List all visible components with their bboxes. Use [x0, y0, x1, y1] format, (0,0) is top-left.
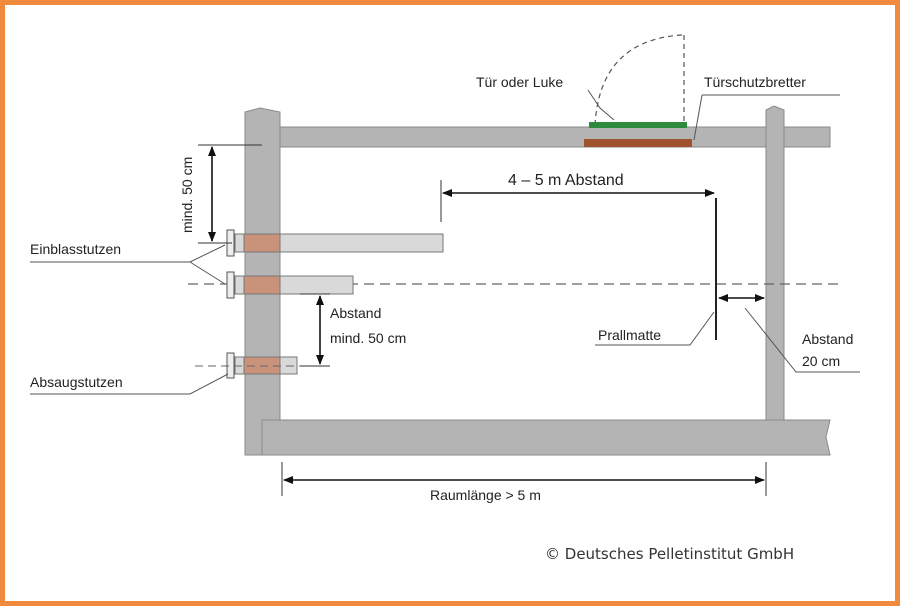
door-panel	[589, 122, 687, 128]
dim-room-length	[281, 462, 767, 496]
impact-mat-leader	[595, 311, 715, 346]
label-wall-gap-line2: 20 cm	[802, 353, 840, 369]
dim-pipe-spacing	[300, 293, 330, 367]
wall-gap-leader	[744, 307, 860, 373]
label-inlet: Einblasstutzen	[30, 241, 121, 257]
label-spacing-line1: Abstand	[330, 305, 381, 321]
label-extraction: Absaugstutzen	[30, 374, 123, 390]
inlet-pipe-lower	[226, 271, 354, 299]
door-assembly	[584, 34, 840, 147]
dim-min-height	[198, 144, 262, 244]
label-door-guard: Türschutzbretter	[704, 74, 806, 90]
dim-distance-4-5	[440, 180, 715, 222]
door-leader	[587, 89, 615, 121]
inlet-pipe-upper	[226, 229, 444, 257]
door-swing-arc	[594, 34, 683, 126]
ceiling-wall	[279, 126, 831, 148]
label-room-length: Raumlänge > 5 m	[430, 487, 541, 503]
label-min-height: mind. 50 cm	[179, 157, 195, 233]
label-wall-gap-line1: Abstand	[802, 331, 853, 347]
right-wall	[765, 105, 785, 421]
guard-leader	[693, 94, 840, 141]
inlet-leader	[30, 244, 226, 285]
label-door: Tür oder Luke	[476, 74, 563, 90]
copyright-notice: © Deutsches Pelletinstitut GmbH	[545, 545, 794, 563]
label-impact-mat: Prallmatte	[598, 327, 661, 343]
extraction-pipe	[195, 352, 300, 379]
label-distance-4-5: 4 – 5 m Abstand	[508, 172, 624, 189]
door-guard-board	[584, 139, 692, 147]
floor-wall	[261, 419, 831, 456]
extraction-leader	[30, 373, 229, 395]
label-spacing-line2: mind. 50 cm	[330, 330, 406, 346]
